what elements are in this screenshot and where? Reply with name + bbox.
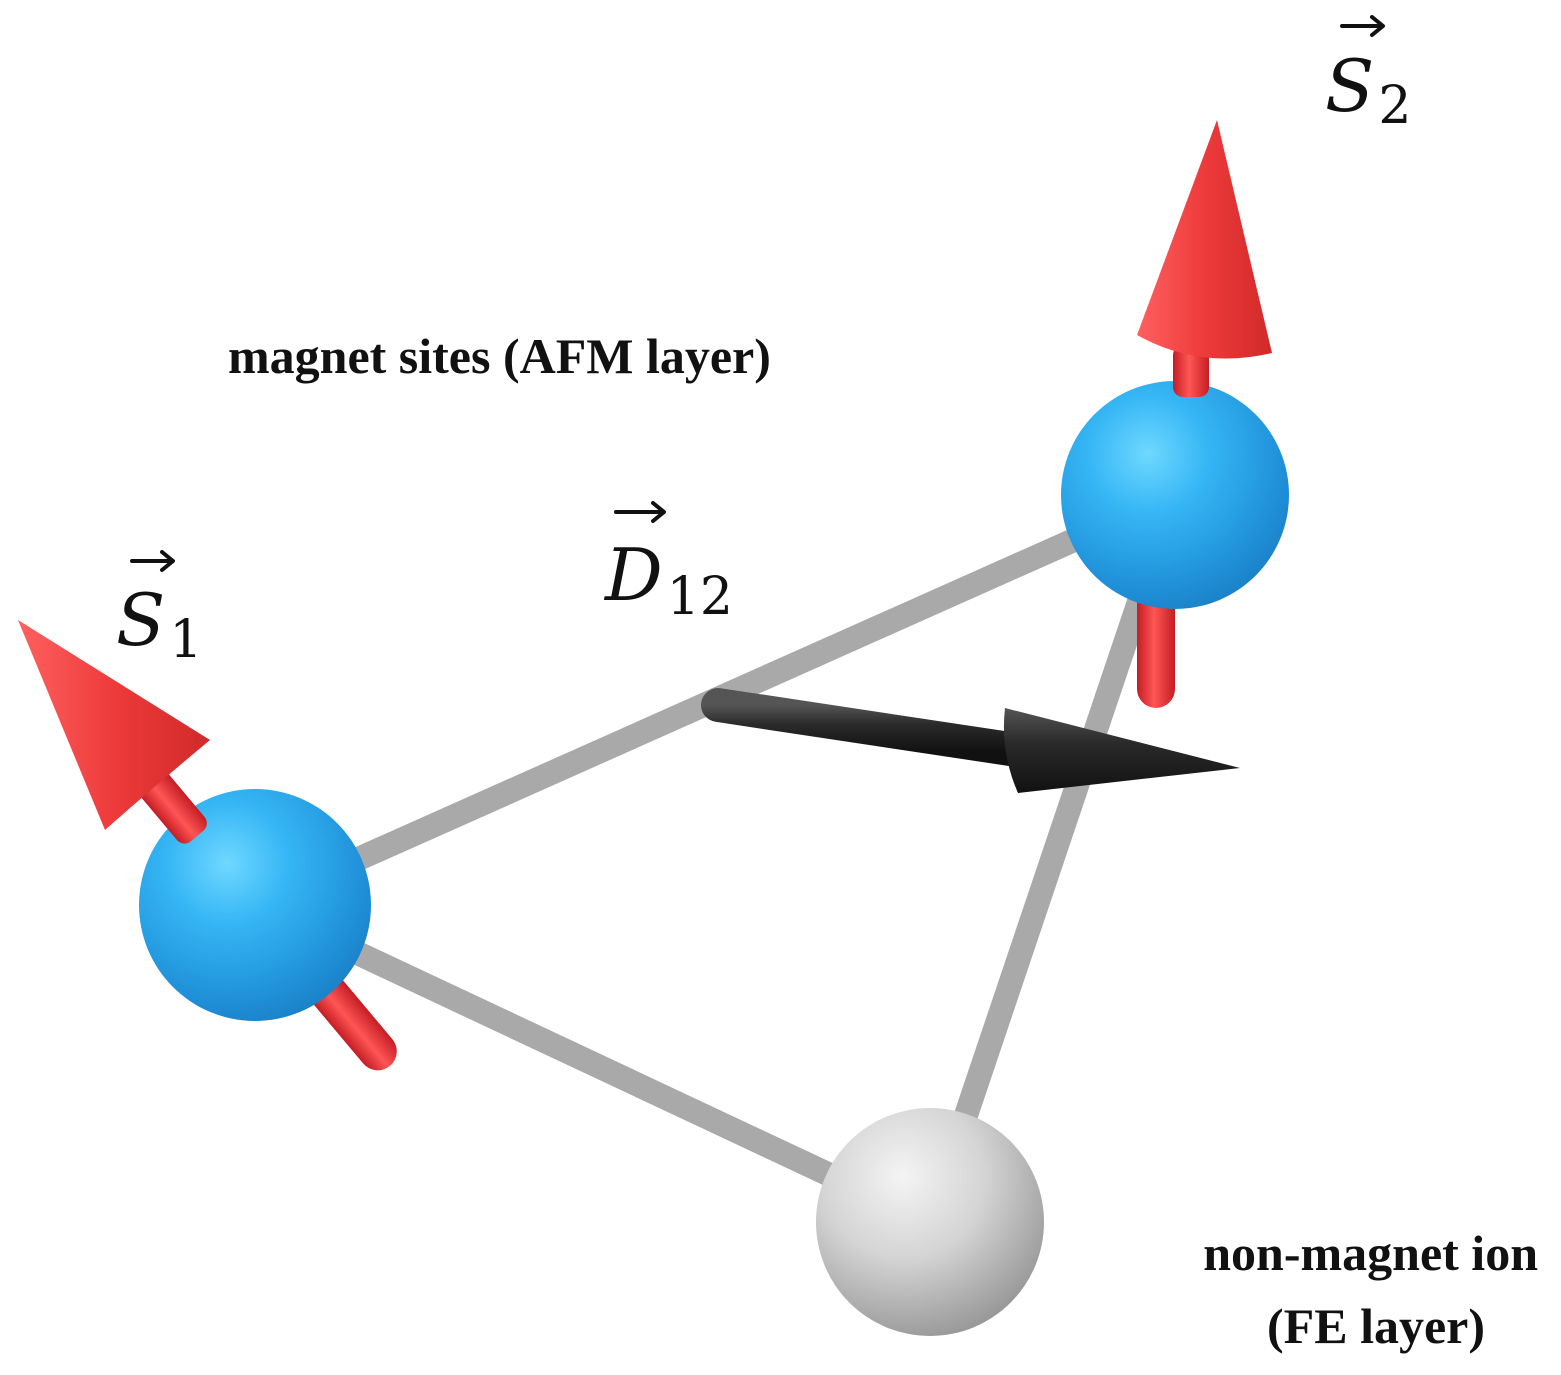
d12-symbol: D [603,533,663,617]
s1-vector-accent-icon [130,550,175,572]
d12-vector-accent-icon [614,501,666,523]
s2-subscript: 2 [1378,76,1411,136]
magnet-sites-label: magnet sites (AFM layer) [228,328,771,384]
spin-s1-label: S1 [116,550,202,670]
svg-text:S1: S1 [116,578,202,670]
dm-vector-arrow [701,688,1240,793]
spin-s2-arrow [1137,120,1272,397]
bond-s1-ion [243,893,942,1234]
magnet-ion-s2 [1061,381,1289,609]
spin-s1-arrow [18,620,210,844]
s2-vector-accent-icon [1340,15,1385,37]
s2-symbol: S [1325,44,1374,128]
dm-vector-label: D12 [603,501,733,627]
magnet-ion-s1 [139,789,371,1021]
d12-subscript: 12 [667,567,733,627]
svg-text:S2: S2 [1325,44,1411,136]
fe-layer-label: (FE layer) [1267,1298,1485,1354]
s1-subscript: 1 [169,610,202,670]
svg-text:D12: D12 [603,533,733,627]
non-magnet-ion-label: non-magnet ion [1203,1225,1538,1281]
non-magnet-ion [816,1108,1044,1336]
s1-symbol: S [116,578,165,662]
bond-s2-ion [918,483,1187,1234]
spin-s2-label: S2 [1325,15,1411,136]
